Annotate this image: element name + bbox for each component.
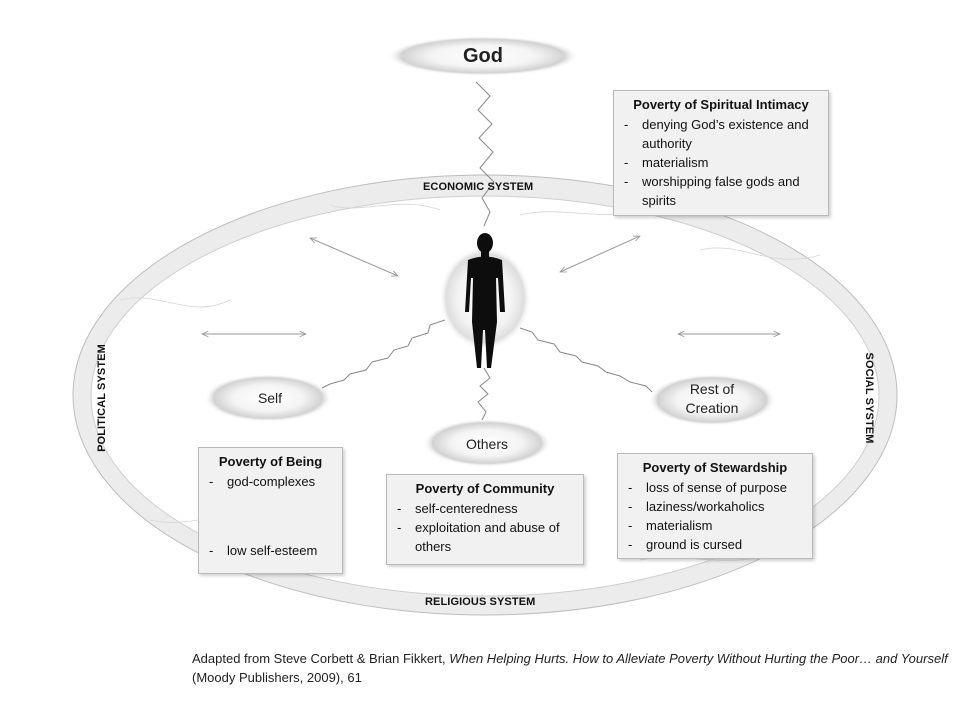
- box-title: Poverty of Being: [218, 454, 323, 469]
- religious-system-label: RELIGIOUS SYSTEM: [425, 596, 536, 608]
- god-halo: [387, 36, 579, 76]
- poverty-stewardship-box: Poverty of Stewardship loss of sense of …: [617, 453, 813, 559]
- box-list: god-complexes low self-esteem: [207, 472, 334, 560]
- broken-connectors: [321, 81, 653, 421]
- self-halo: [204, 374, 332, 422]
- connector-others: [477, 367, 491, 421]
- rest-of-creation-halo: [648, 374, 776, 426]
- source-credit: Adapted from Steve Corbett & Brian Fikke…: [192, 649, 960, 687]
- god-label: God: [463, 45, 503, 67]
- list-item: materialism: [626, 516, 804, 535]
- rest-of-creation-label: Rest of Creation: [662, 380, 762, 418]
- connector-creation: [519, 327, 653, 393]
- list-item: ground is cursed: [626, 535, 804, 554]
- list-item: laziness/workaholics: [626, 497, 804, 516]
- list-item: low self-esteem: [207, 541, 334, 560]
- box-title: Poverty of Stewardship: [642, 460, 788, 475]
- rest-of-creation-line1: Rest of: [689, 381, 735, 397]
- poverty-being-box: Poverty of Being god-complexes low self-…: [198, 447, 343, 574]
- list-item: materialism: [622, 153, 820, 172]
- box-list: loss of sense of purpose laziness/workah…: [626, 478, 804, 554]
- connector-self: [321, 319, 446, 389]
- credit-suffix: (Moody Publishers, 2009), 61: [192, 670, 362, 685]
- list-item: self-centeredness: [395, 499, 575, 518]
- credit-prefix: Adapted from Steve Corbett & Brian Fikke…: [192, 651, 450, 666]
- person-silhouette-icon: [465, 233, 505, 368]
- arrow-economic-right: [560, 235, 640, 273]
- poverty-community-box: Poverty of Community self-centeredness e…: [386, 474, 584, 565]
- poverty-spiritual-intimacy-box: Poverty of Spiritual Intimacy denying Go…: [613, 90, 829, 216]
- social-system-label: SOCIAL SYSTEM: [863, 352, 875, 444]
- box-title: Poverty of Community: [415, 481, 555, 496]
- political-system-label: POLITICAL SYSTEM: [96, 344, 108, 452]
- box-title: Poverty of Spiritual Intimacy: [633, 97, 809, 112]
- rest-of-creation-line2: Creation: [685, 400, 739, 416]
- arrows: [202, 235, 780, 334]
- connector-god: [475, 81, 495, 227]
- list-item: denying God’s existence and authority: [622, 115, 820, 153]
- list-item: god-complexes: [207, 472, 334, 491]
- others-label: Others: [465, 436, 508, 452]
- list-item: loss of sense of purpose: [626, 478, 804, 497]
- economic-system-label: ECONOMIC SYSTEM: [423, 181, 534, 193]
- credit-book-title: When Helping Hurts. How to Alleviate Pov…: [449, 651, 948, 666]
- box-list: self-centeredness exploitation and abuse…: [395, 499, 575, 556]
- list-item: exploitation and abuse of others: [395, 518, 575, 556]
- box-list: denying God’s existence and authority ma…: [622, 115, 820, 210]
- others-halo: [423, 419, 551, 467]
- self-label: Self: [257, 390, 283, 406]
- arrow-economic-left: [310, 238, 398, 276]
- list-item: worshipping false gods and spirits: [622, 172, 820, 210]
